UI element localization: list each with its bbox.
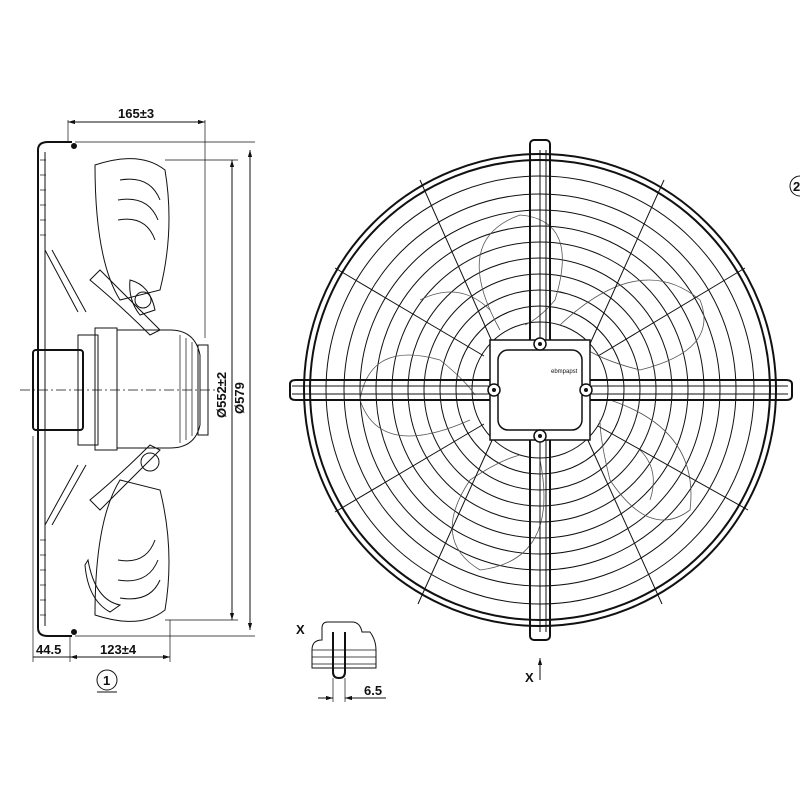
motor-cover — [497, 349, 583, 431]
view-arrow-label: X — [525, 670, 534, 685]
callout-1-text: 1 — [103, 673, 110, 688]
depth-dimension-text: 165±3 — [118, 106, 154, 121]
inner-diameter-text: Ø552±2 — [214, 372, 229, 418]
front-view: ebmpapst X 2 — [289, 139, 800, 685]
outer-diameter-text: Ø579 — [232, 382, 247, 414]
bottom-depth-text: 123±4 — [100, 642, 137, 657]
detail-x-label: X — [296, 622, 305, 637]
left-offset-text: 44.5 — [36, 642, 61, 657]
detail-x-clip: X 6.5 — [296, 621, 386, 702]
callout-circle-1 — [96, 669, 118, 691]
guard-spokes — [292, 150, 788, 632]
side-view: 165±3 Ø552±2 Ø579 44.5 123±4 1 — [20, 106, 255, 693]
callout-2-text: 2 — [793, 179, 800, 194]
callout-circle-2 — [789, 175, 800, 197]
clip-width-text: 6.5 — [364, 683, 382, 698]
brand-plate-text: ebmpapst — [551, 369, 578, 375]
guard-wire-hatching — [40, 159, 46, 616]
